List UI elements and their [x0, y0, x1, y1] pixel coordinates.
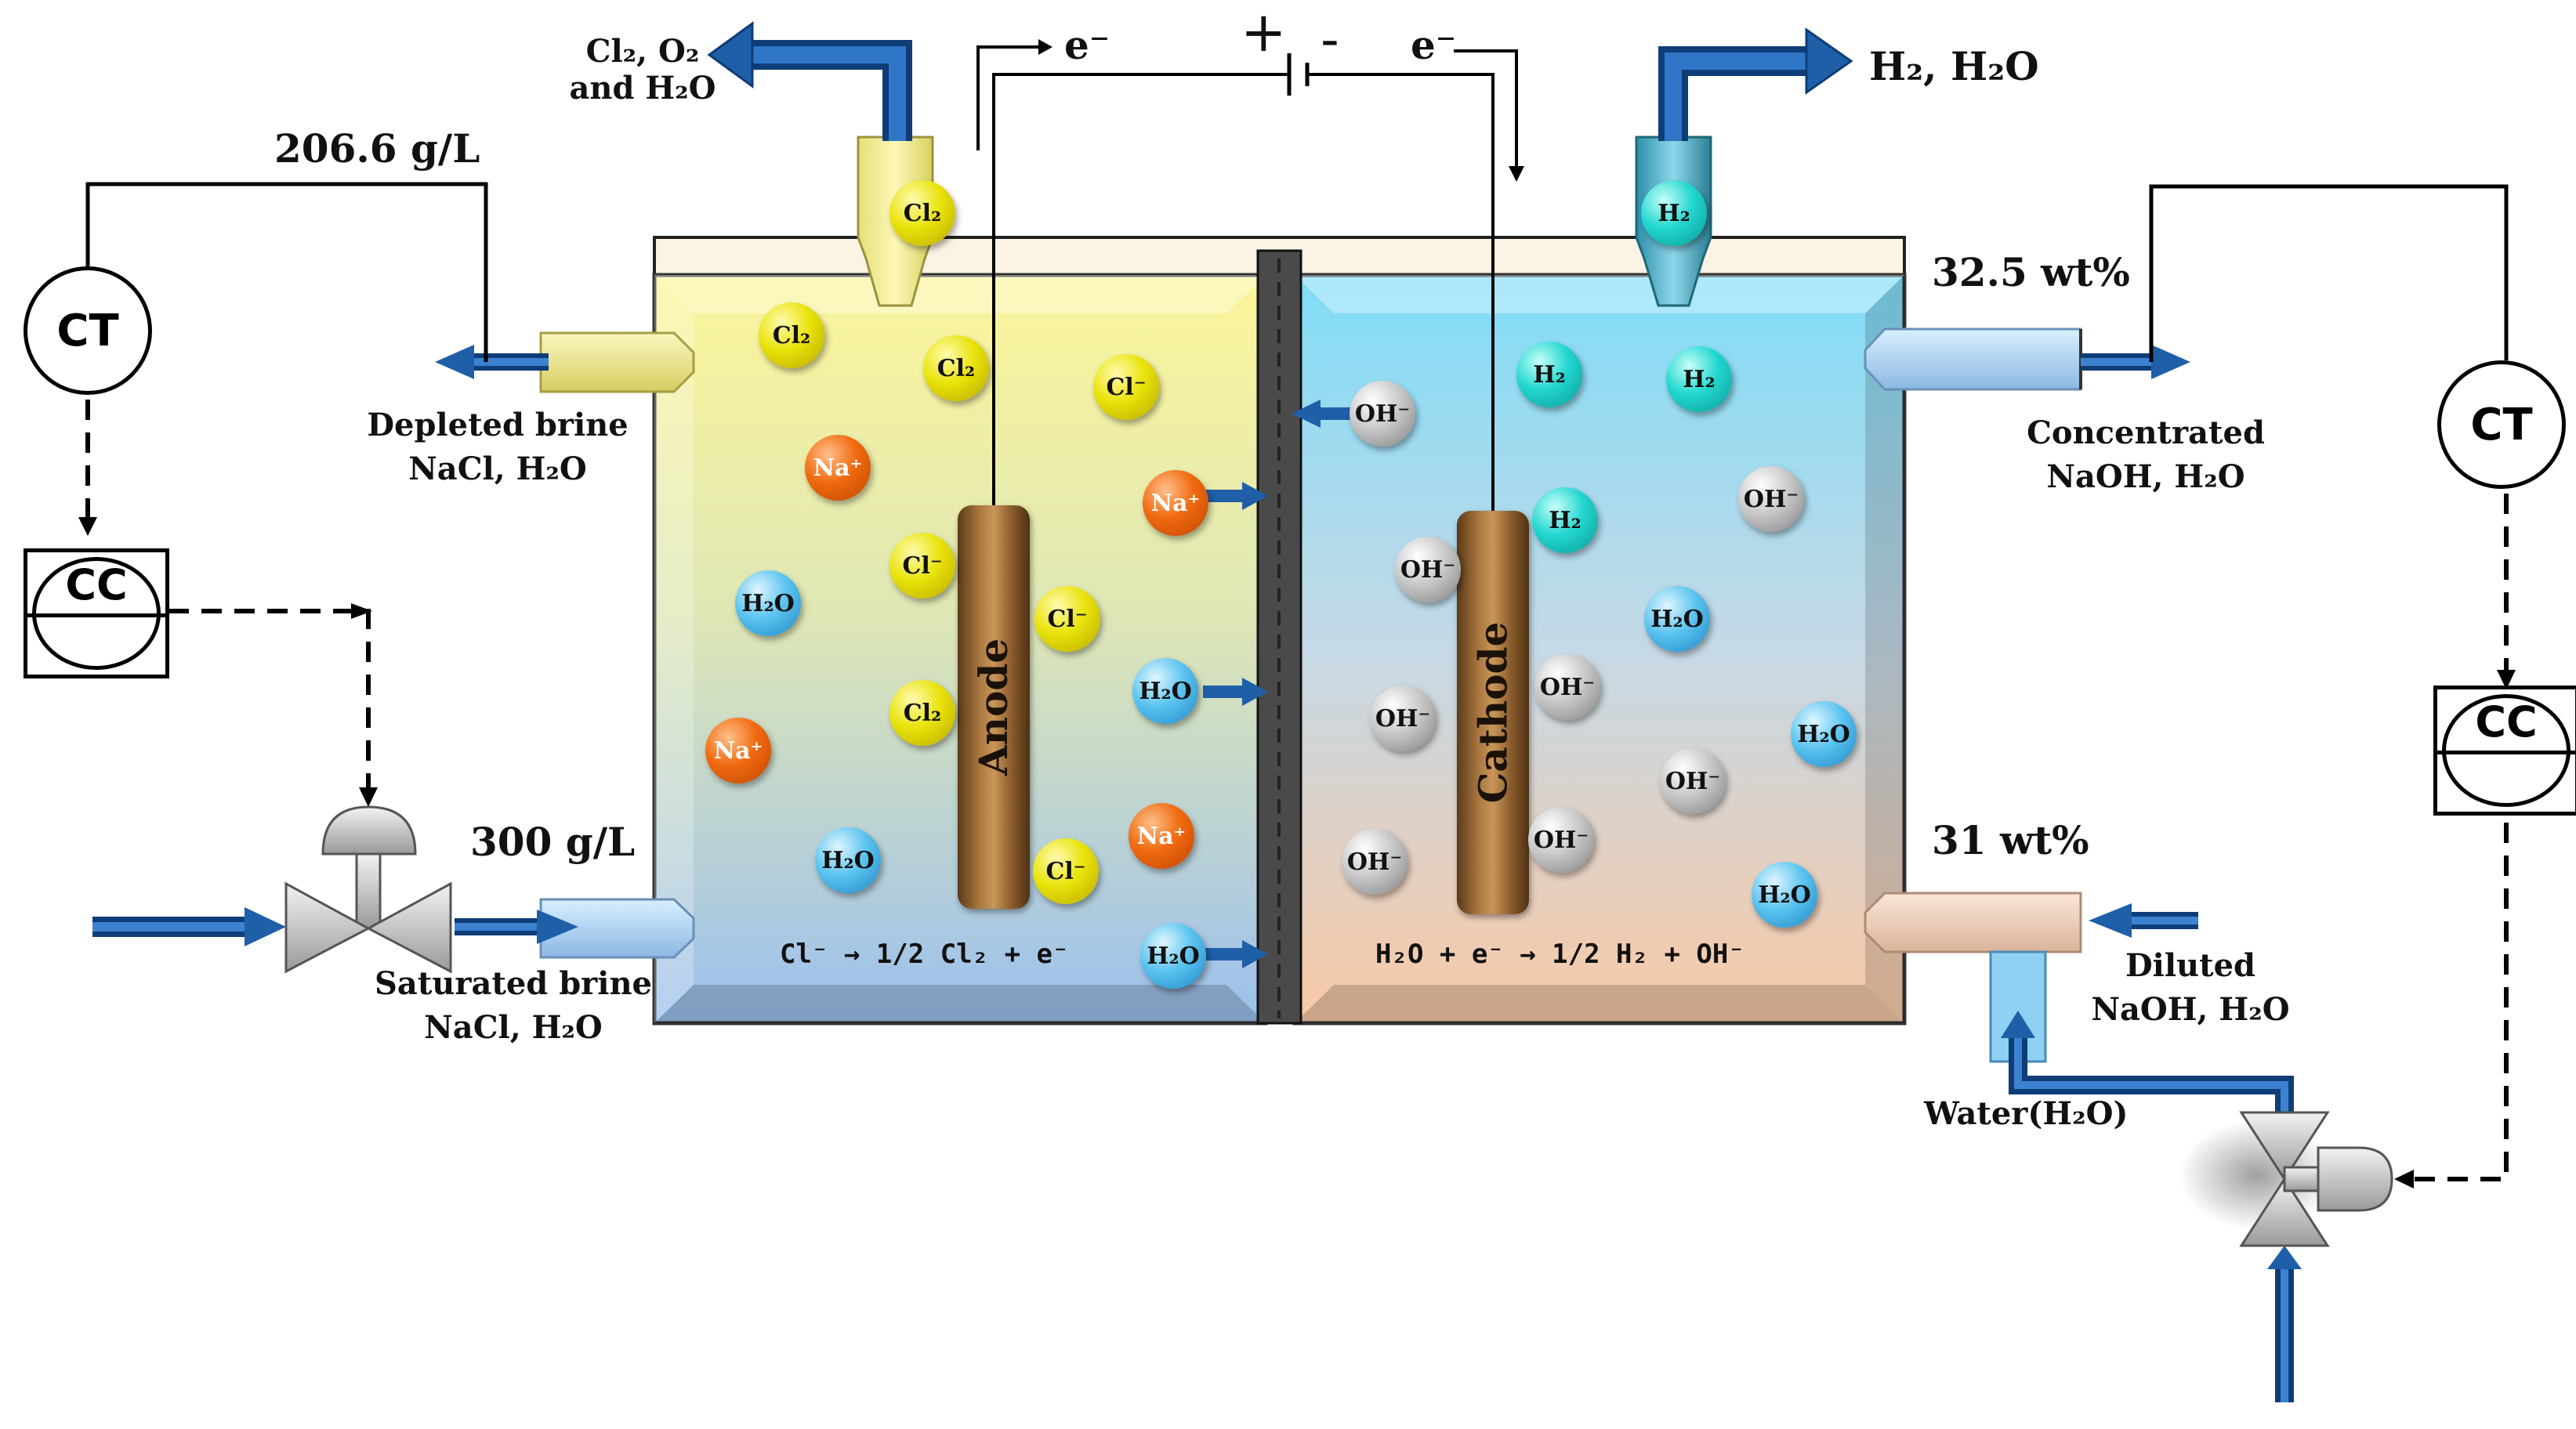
ion-na: Na⁺: [1129, 803, 1194, 869]
ion-h2o: H₂O: [1140, 923, 1206, 989]
ion-cl: Cl⁻: [1033, 838, 1099, 904]
ion-h2: H₂: [1666, 346, 1732, 412]
ion-cl: Cl⁻: [1093, 354, 1159, 420]
anode-gas-line2: and H₂O: [569, 70, 716, 107]
cathode-reaction: H₂O + e⁻ → 1/2 H₂ + OH⁻: [1375, 939, 1745, 970]
ion-oh: OH⁻: [1660, 748, 1726, 814]
anode-bevel-left: [654, 275, 694, 1023]
saturated-brine-composition: NaCl, H₂O: [424, 1009, 603, 1046]
ion-oh: OH⁻: [1534, 654, 1600, 720]
ion-h2o: H₂O: [815, 827, 881, 893]
left-concentration-controller: CC: [24, 548, 169, 678]
ion-h2: H₂: [1532, 487, 1598, 553]
ion-h2: H₂: [1641, 180, 1707, 246]
ion-h2o: H₂O: [1644, 586, 1710, 652]
ion-oh: OH⁻: [1528, 807, 1594, 873]
electron-label-left: e⁻: [1064, 22, 1110, 68]
depleted-brine-composition: NaCl, H₂O: [408, 450, 587, 487]
cathode-bevel-right: [1865, 275, 1904, 1023]
ion-na: Na⁺: [705, 718, 771, 783]
anode-gas-line1: Cl₂, O₂: [585, 33, 700, 70]
right-concentration-controller: CC: [2433, 686, 2576, 816]
ion-h2: H₂: [1516, 342, 1582, 407]
saturated-brine-nozzle: [539, 898, 695, 959]
left-control-valve: [284, 805, 452, 974]
saturated-brine-title: Saturated brine: [375, 965, 652, 1002]
water-feed-label: Water(H₂O): [1924, 1095, 2129, 1132]
cathode-electrode: Cathode: [1457, 511, 1529, 914]
cc-divider: [2437, 751, 2575, 754]
membrane-transport-arrows: [1203, 400, 1356, 968]
concentrated-naoh-nozzle: [1864, 327, 2082, 391]
ion-cl: Cl⁻: [889, 533, 955, 599]
cc-label: CC: [2475, 697, 2538, 747]
cathode-bevel-bottom: [1295, 985, 1904, 1023]
negative-terminal: -: [1321, 9, 1339, 70]
water-feed-pipe: [2001, 1011, 2302, 1402]
saturated-brine-concentration: 300 g/L: [470, 819, 636, 865]
anode-bevel-bottom: [654, 985, 1266, 1023]
ion-h2o: H₂O: [735, 570, 801, 636]
ion-oh: OH⁻: [1350, 381, 1415, 447]
anode-bevel-top: [654, 275, 1266, 313]
ct-label: CT: [56, 305, 119, 356]
depleted-brine-label: Depleted brine NaCl, H₂O: [367, 403, 628, 491]
ion-cl2: Cl₂: [889, 180, 955, 246]
cathode-bevel-top: [1295, 275, 1904, 313]
left-control-loop: [78, 182, 488, 807]
depleted-brine-arrow: [435, 345, 549, 379]
electron-label-right: e⁻: [1411, 22, 1457, 68]
ion-oh: OH⁻: [1370, 686, 1436, 751]
positive-terminal: +: [1241, 0, 1287, 64]
ion-oh: OH⁻: [1342, 829, 1408, 895]
ion-h2o: H₂O: [1752, 862, 1817, 928]
brine-feed-arrow: [92, 907, 286, 946]
anode-gas-outlet-arrow: [707, 21, 912, 141]
left-concentration-transmitter: CT: [24, 266, 152, 395]
cathode-gas-outlet-arrow: [1658, 27, 1853, 141]
cc-divider: [27, 613, 165, 617]
diluted-naoh-nozzle: [1864, 892, 2082, 1063]
saturated-brine-arrow: [455, 910, 578, 944]
concentrated-naoh-composition: NaOH, H₂O: [2046, 458, 2245, 495]
ion-h2o: H₂O: [1791, 701, 1857, 767]
power-circuit: [976, 39, 1524, 517]
cathode-label: Cathode: [1469, 621, 1516, 804]
right-concentration-transmitter: CT: [2437, 360, 2566, 489]
ion-oh: OH⁻: [1395, 537, 1461, 602]
anode-label: Anode: [970, 638, 1017, 776]
anode-gas-label: Cl₂, O₂ and H₂O: [569, 33, 716, 107]
ion-cl2: Cl₂: [759, 302, 824, 368]
anode-electrode: Anode: [958, 505, 1030, 909]
diluted-naoh-concentration: 31 wt%: [1932, 817, 2089, 863]
depleted-brine-title: Depleted brine: [367, 407, 629, 443]
diluted-naoh-arrow: [2089, 903, 2198, 938]
diluted-naoh-title: Diluted: [2125, 947, 2256, 984]
ion-cl: Cl⁻: [1034, 586, 1100, 652]
ion-cl2: Cl₂: [889, 680, 955, 746]
concentrated-naoh-title: Concentrated: [2027, 414, 2265, 451]
anode-reaction: Cl⁻ → 1/2 Cl₂ + e⁻: [780, 939, 1069, 970]
cc-label: CC: [65, 560, 128, 610]
ion-oh: OH⁻: [1738, 466, 1804, 532]
ion-h2o: H₂O: [1132, 658, 1198, 724]
right-control-loop: [2149, 184, 2516, 1188]
depleted-brine-concentration: 206.6 g/L: [274, 125, 480, 172]
diluted-naoh-composition: NaOH, H₂O: [2091, 991, 2290, 1028]
diluted-naoh-label: Diluted NaOH, H₂O: [2091, 944, 2289, 1032]
depleted-brine-nozzle: [539, 331, 695, 393]
concentrated-naoh-arrow: [2081, 345, 2190, 379]
right-control-valve: [2179, 1111, 2393, 1247]
saturated-brine-label: Saturated brine NaCl, H₂O: [375, 962, 652, 1050]
ct-label: CT: [2470, 399, 2533, 450]
ion-na: Na⁺: [805, 435, 871, 501]
ion-cl2: Cl₂: [923, 335, 989, 401]
ion-na: Na⁺: [1143, 470, 1208, 536]
concentrated-naoh-label: Concentrated NaOH, H₂O: [2027, 411, 2265, 499]
concentrated-naoh-concentration: 32.5 wt%: [1932, 249, 2130, 295]
cathode-gas-label: H₂, H₂O: [1869, 43, 2039, 89]
